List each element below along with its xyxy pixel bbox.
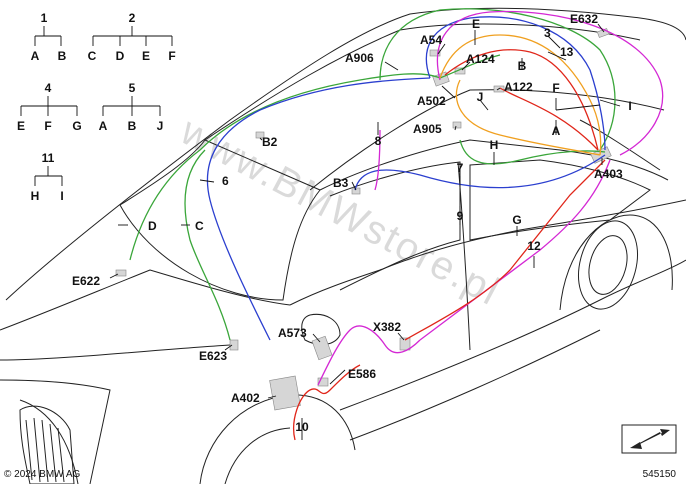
legend-11-parent: 11 [42, 151, 55, 165]
label-F: F [552, 81, 559, 95]
legend-5-parent: 5 [129, 81, 136, 95]
legend-5-child: J [157, 119, 164, 133]
legend-2-child: E [142, 49, 150, 63]
label-E632: E632 [570, 12, 598, 26]
wire-blue [206, 16, 606, 341]
legend-5-child: B [128, 119, 137, 133]
legend-4-child: E [17, 119, 25, 133]
label-3: 3 [544, 26, 551, 40]
wire-red [293, 49, 606, 441]
label-A502: A502 [417, 94, 446, 108]
wire-magenta [317, 10, 664, 386]
car-outline [0, 7, 686, 484]
legend-tree-4: 4 E F G [17, 81, 82, 133]
connectors [115, 28, 612, 411]
label-9: 9 [457, 209, 464, 223]
legend-4-child: G [72, 119, 81, 133]
label-7: 7 [457, 161, 464, 175]
label-8: 8 [375, 134, 382, 148]
wire-green [129, 8, 616, 341]
legend-11-child: I [60, 189, 63, 203]
label-E586: E586 [348, 367, 376, 381]
legend-5-child: A [99, 119, 108, 133]
legend-1-parent: 1 [41, 11, 48, 25]
label-G: G [512, 213, 521, 227]
legend-11-child: H [31, 189, 40, 203]
label-J: J [477, 90, 484, 104]
label-B3: B3 [333, 176, 349, 190]
label-10: 10 [295, 420, 309, 434]
legend-tree-2: 2 C D E F [88, 11, 176, 63]
label-X382: X382 [373, 320, 401, 334]
legend-tree-11: 11 H I [31, 151, 64, 203]
leader-lines [109, 23, 621, 440]
label-13: 13 [560, 45, 574, 59]
label-A403: A403 [594, 167, 623, 181]
label-A54: A54 [420, 33, 442, 47]
label-D: D [148, 219, 157, 233]
label-A402: A402 [231, 391, 260, 405]
label-12: 12 [527, 239, 541, 253]
label-6: 6 [222, 174, 229, 188]
label-A122: A122 [504, 80, 533, 94]
legend-2-child: F [168, 49, 175, 63]
label-A: A [552, 124, 561, 138]
label-E: E [472, 17, 480, 31]
label-B2: B2 [262, 135, 278, 149]
copyright-text: © 2024 BMW AG [4, 469, 81, 480]
label-A905: A905 [413, 122, 442, 136]
legend-4-child: F [44, 119, 51, 133]
part-number: 545150 [643, 469, 677, 480]
label-I: I [628, 99, 631, 113]
legend-tree-1: 1 A B [31, 11, 67, 63]
label-A573: A573 [278, 326, 307, 340]
legend-2-child: D [116, 49, 125, 63]
legend-tree-5: 5 A B J [99, 81, 164, 133]
label-H: H [490, 138, 499, 152]
legend-2-child: C [88, 49, 97, 63]
legend-4-parent: 4 [45, 81, 52, 95]
legend-2-parent: 2 [129, 11, 136, 25]
label-A906: A906 [345, 51, 374, 65]
legend-1-child: A [31, 49, 40, 63]
label-C: C [195, 219, 204, 233]
legend-1-child: B [58, 49, 67, 63]
callout-labels: E E632 A54 3 13 A906 A124 B A122 J F I A… [72, 12, 632, 434]
label-B: B [518, 59, 527, 73]
label-E622: E622 [72, 274, 100, 288]
wire-orange [439, 34, 602, 156]
direction-arrow-icon [621, 424, 677, 454]
label-E623: E623 [199, 349, 227, 363]
label-A124: A124 [466, 52, 495, 66]
